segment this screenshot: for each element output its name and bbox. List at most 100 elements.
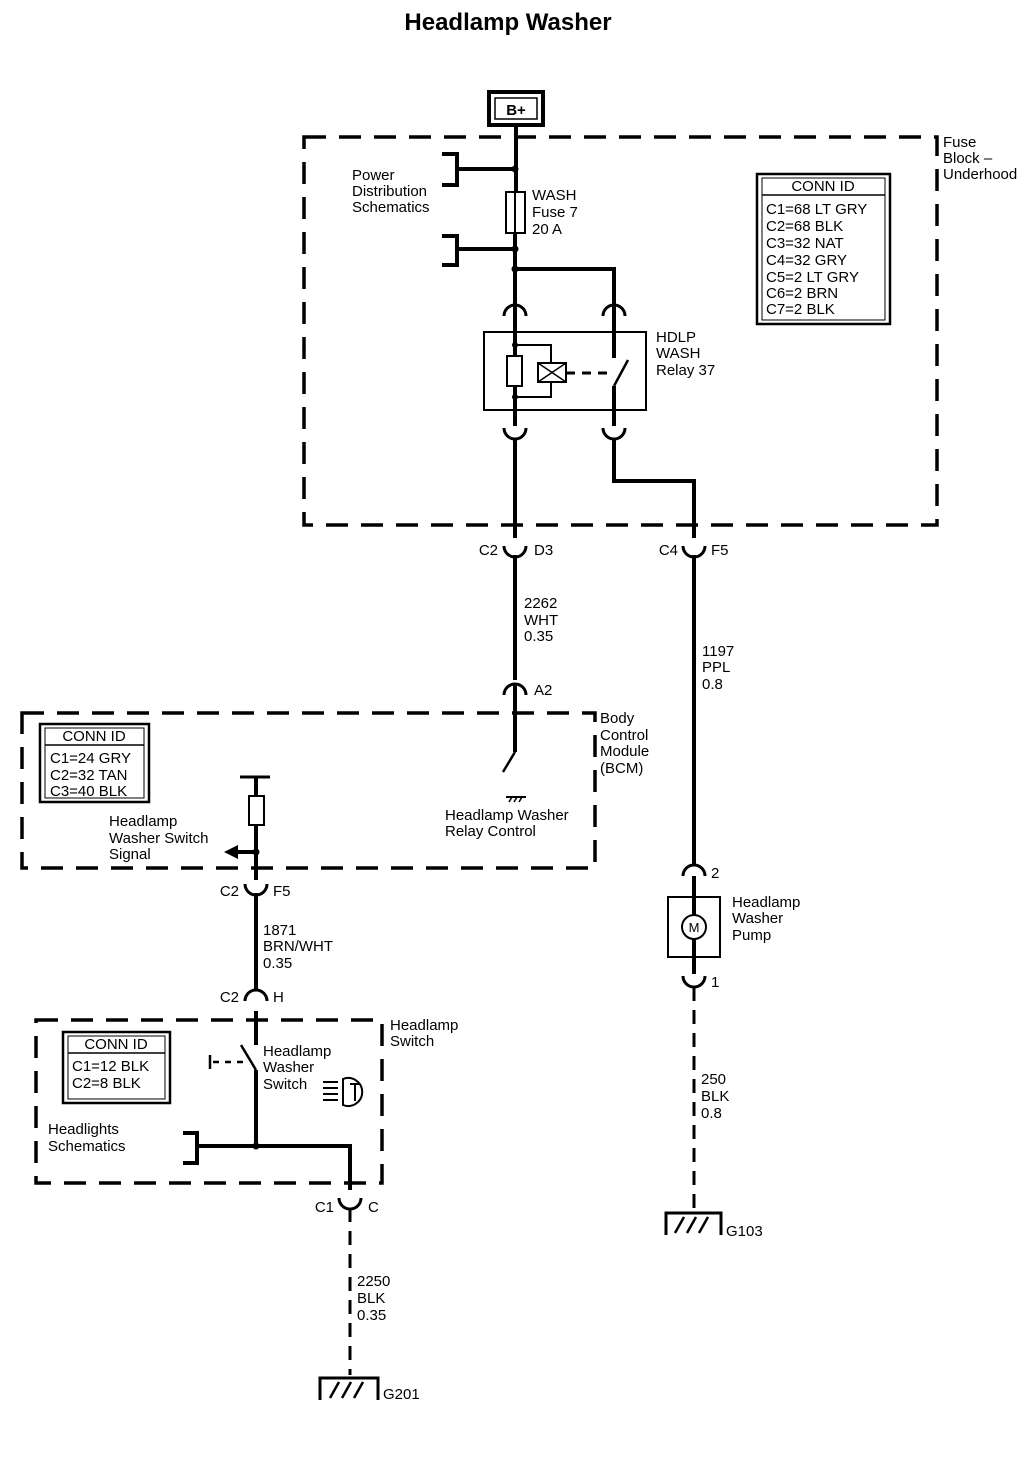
power-distribution-ref-2: Distribution [352, 183, 427, 200]
headlamp-switch-name-2: Switch [390, 1033, 434, 1050]
bcm-pullup-resistor [248, 795, 265, 826]
conn-id-row: C2=32 TAN [50, 767, 127, 784]
wire-label: BLK [701, 1088, 729, 1105]
bcm-signal-label-3: Signal [109, 846, 151, 863]
relay-diode-resistor [506, 355, 523, 387]
conn-id-row: C5=2 LT GRY [766, 269, 859, 286]
relay-connector-arc [601, 303, 627, 317]
connector-label: A2 [534, 682, 552, 699]
headlights-ref-2: Schematics [48, 1138, 126, 1155]
conn-id-row: C3=32 NAT [766, 235, 844, 252]
power-distribution-bracket-bottom [442, 234, 459, 267]
conn-id-row: C2=68 BLK [766, 218, 843, 235]
washer-switch-label-1: Headlamp [263, 1043, 331, 1060]
splice [511, 245, 519, 253]
bcm-signal-label-2: Washer Switch [109, 830, 208, 847]
relay-connector-arc [502, 427, 528, 441]
headlamp-switch-conn-id-table: CONN ID C1=12 BLK C2=8 BLK [61, 1030, 172, 1105]
connector-label: H [273, 989, 284, 1006]
wire-label: 0.35 [524, 628, 553, 645]
conn-id-row: C2=8 BLK [72, 1075, 141, 1092]
ground-label: G201 [383, 1386, 420, 1403]
signal-arrow-icon [224, 845, 238, 859]
wire-label: 2262 [524, 595, 557, 612]
motor-label: M [689, 920, 700, 935]
relay-coil-lead [515, 382, 552, 398]
wire-label: 1197 [702, 643, 734, 660]
connector-label: C2 [220, 883, 239, 900]
wire-label: 0.35 [263, 955, 292, 972]
wire-label: PPL [702, 659, 730, 676]
wire-label: BRN/WHT [263, 938, 333, 955]
wire-label: BLK [357, 1290, 385, 1307]
relay-connector-arc [601, 427, 627, 441]
wire-label: 0.8 [702, 676, 723, 693]
fuse-label-3: 20 A [532, 221, 562, 238]
fuse-block-name-3: Underhood [943, 166, 1017, 183]
connector-label: 2 [711, 865, 719, 882]
battery-power-label: B+ [506, 102, 526, 119]
conn-id-row: C1=24 GRY [50, 750, 131, 767]
wire-label: 0.35 [357, 1307, 386, 1324]
washer-switch-label-2: Washer [263, 1059, 314, 1076]
connector-label: D3 [534, 542, 553, 559]
connector-c1-c [337, 1197, 363, 1211]
pump-feed-wire [612, 438, 696, 538]
conn-id-title: CONN ID [84, 1036, 148, 1053]
bcm-control-label-1: Headlamp Washer [445, 807, 569, 824]
conn-id-row: C1=68 LT GRY [766, 201, 867, 218]
bcm-signal-label-1: Headlamp [109, 813, 177, 830]
relay-coil-lead [515, 344, 552, 363]
conn-id-row: C7=2 BLK [766, 301, 835, 318]
fuse-block-name-1: Fuse [943, 134, 976, 151]
relay-label-3: Relay 37 [656, 362, 715, 379]
bcm-ground-icon [506, 796, 526, 803]
relay-label-2: WASH [656, 345, 700, 362]
connector-label: F5 [711, 542, 729, 559]
connector-label: 1 [711, 974, 719, 991]
bcm-name-3: Module [600, 743, 649, 760]
relay-switch-contact [612, 359, 630, 387]
connector-label: C2 [220, 989, 239, 1006]
splice [252, 1142, 260, 1150]
relay-switch-feed-wire [515, 267, 616, 306]
conn-id-row: C4=32 GRY [766, 252, 847, 269]
wire-label: 0.8 [701, 1105, 722, 1122]
relay-coil-icon [537, 362, 567, 383]
conn-id-row: C1=12 BLK [72, 1058, 149, 1075]
bcm-conn-id-table: CONN ID C1=24 GRY C2=32 TAN C3=40 BLK [38, 722, 151, 804]
washer-switch-contact [239, 1044, 258, 1071]
conn-id-title: CONN ID [791, 178, 855, 195]
connector-label: C4 [659, 542, 678, 559]
wire-label: 2250 [357, 1273, 390, 1290]
power-distribution-ref-1: Power [352, 167, 395, 184]
conn-id-row: C3=40 BLK [50, 783, 127, 800]
splice [511, 165, 519, 173]
headlights-ref-1: Headlights [48, 1121, 119, 1138]
fuse-block-conn-id-table: CONN ID C1=68 LT GRY C2=68 BLK C3=32 NAT… [755, 172, 892, 326]
diagram-title: Headlamp Washer [404, 9, 611, 36]
wire-label: WHT [524, 612, 558, 629]
bcm-name-2: Control [600, 727, 648, 744]
connector-label: C [368, 1199, 379, 1216]
bcm-name-1: Body [600, 710, 635, 727]
pump-connector-pin2 [681, 863, 707, 877]
ground-g201-icon [318, 1376, 380, 1400]
pump-label-2: Washer [732, 910, 783, 927]
fuse-block-name-2: Block – [943, 150, 993, 167]
ground-g103-icon [664, 1211, 723, 1235]
pump-label-3: Pump [732, 927, 771, 944]
fuse-label-2: Fuse 7 [532, 204, 578, 221]
switch-ground-wire [197, 1144, 352, 1190]
bcm-low-side-driver [501, 751, 517, 773]
power-distribution-ref-3: Schematics [352, 199, 430, 216]
connector-label: C1 [315, 1199, 334, 1216]
washer-switch-label-3: Switch [263, 1076, 307, 1093]
ground-label: G103 [726, 1223, 763, 1240]
battery-power-box: B+ [487, 90, 545, 127]
headlamp-switch-outline [34, 1018, 384, 1185]
conn-id-row: C6=2 BRN [766, 285, 838, 302]
pump-label-1: Headlamp [732, 894, 800, 911]
connector-label: F5 [273, 883, 291, 900]
